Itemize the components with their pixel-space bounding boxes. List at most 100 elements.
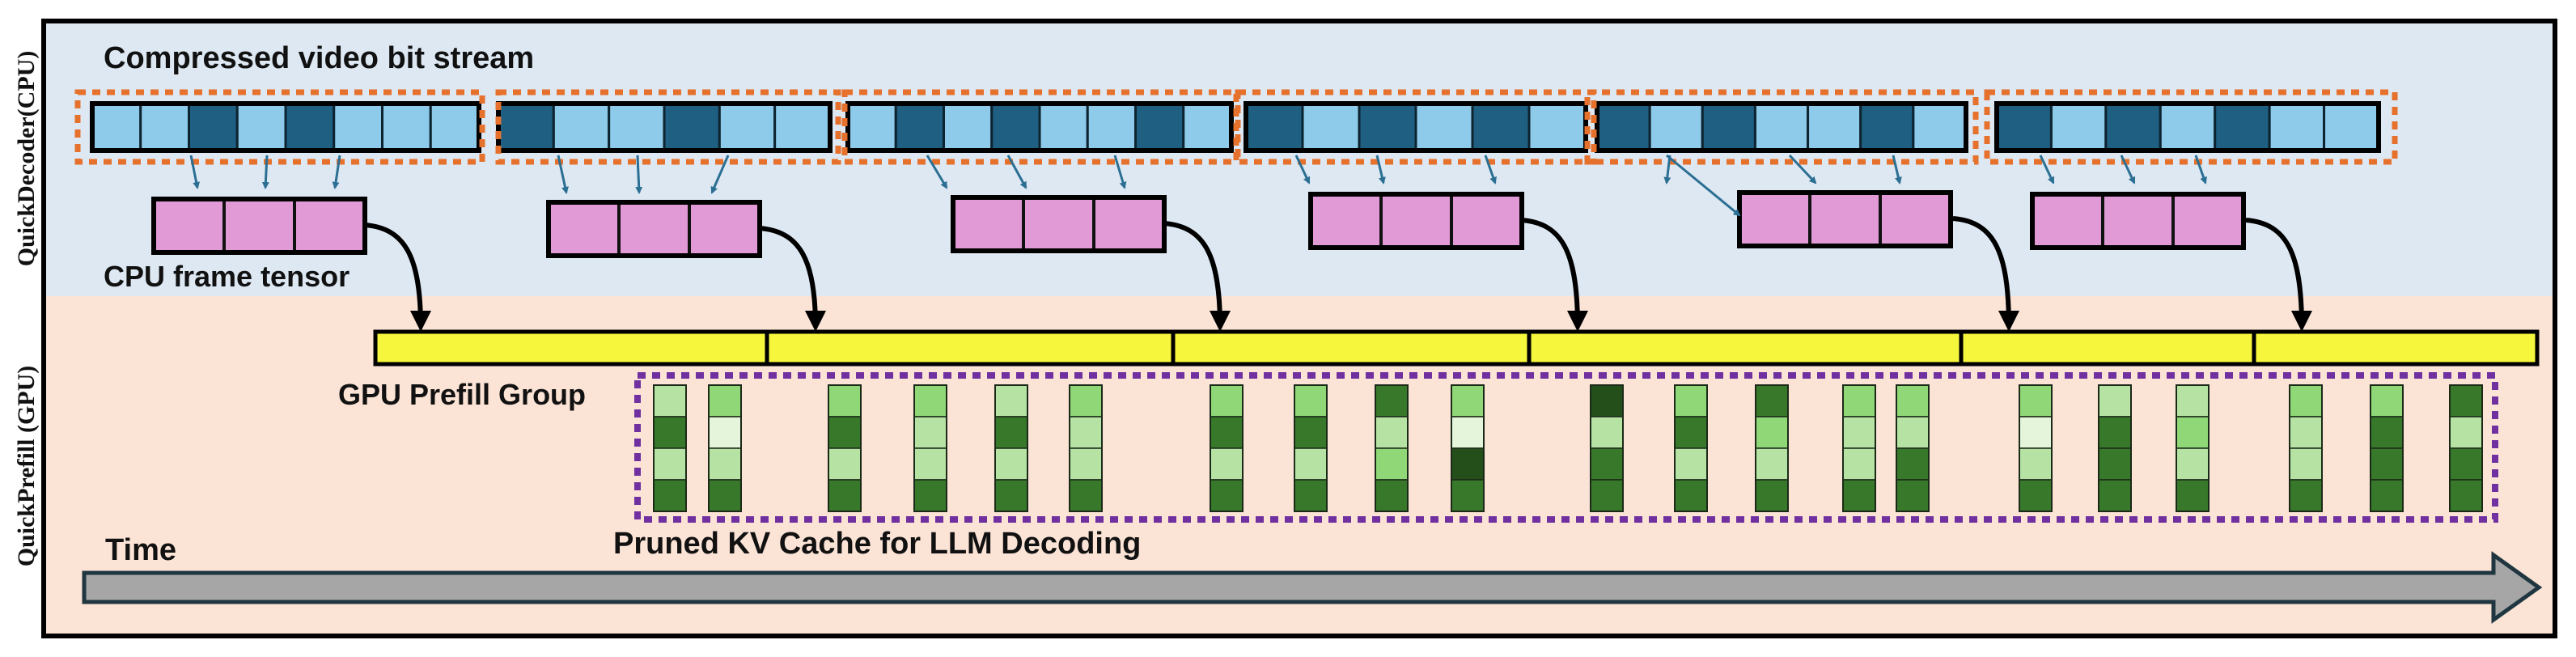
prefill-bar-segment (1959, 329, 2256, 367)
frame-tensor-cell (1379, 193, 1453, 249)
kv-cache-cell (2449, 479, 2483, 512)
kv-cache-cell (1375, 447, 1409, 481)
bitstream-packet (1701, 102, 1756, 152)
kv-cache-cell (2289, 447, 2323, 481)
bitstream-packet (1859, 102, 1915, 152)
frame-tensor-cell (951, 196, 1025, 252)
kv-cache-cell (1842, 384, 1876, 418)
kv-cache-cell (1069, 384, 1103, 418)
frame-tensor-cell (688, 201, 761, 257)
kv-cache-column (1590, 384, 1624, 512)
blue-decode-arrow-icon (2194, 155, 2207, 184)
tensor-layer (151, 190, 2246, 258)
kv-cache-cell (1451, 447, 1485, 481)
bitstream-packet (943, 102, 994, 152)
kv-cache-cell (1755, 384, 1789, 418)
frame-tensor-cell (2031, 193, 2104, 249)
kv-cache-cell (994, 416, 1028, 449)
kv-cache-cell (1294, 447, 1328, 481)
kv-cache-cell (653, 447, 687, 481)
bitstream-segment (90, 101, 481, 153)
kv-cache-cell (2449, 447, 2483, 481)
frame-tensor-cell (1022, 196, 1095, 252)
curved-dispatch-arrow-icon (1163, 221, 1231, 332)
frame-tensor-cell (617, 201, 691, 257)
kv-cache-column (1210, 384, 1244, 512)
kv-cache-cell (2289, 416, 2323, 449)
kv-cache-cell (2370, 479, 2404, 512)
kv-cache-cell (2449, 416, 2483, 449)
curved-dispatch-arrow-icon (364, 223, 431, 332)
kv-cache-cell (1451, 479, 1485, 512)
kv-cache-column (2019, 384, 2053, 512)
kv-cache-column (708, 384, 742, 512)
bitstream-segment (845, 101, 1234, 153)
bitstream-packet (1244, 102, 1304, 152)
bitstream-packet (235, 102, 287, 152)
kv-cache-column (828, 384, 862, 512)
bitstream-packet (2159, 102, 2217, 152)
curved-dispatch-arrow-icon (759, 226, 826, 332)
blue-decode-arrow-icon (1294, 155, 1311, 184)
kv-cache-column (2289, 384, 2323, 512)
gop-outline (1584, 89, 1979, 165)
bitstream-packet (1301, 102, 1361, 152)
bitstream-packet (381, 102, 432, 152)
bitstream-packet (284, 102, 336, 152)
kv-cache-cell (1755, 416, 1789, 449)
kv-cache-cell (1896, 479, 1930, 512)
time-arrow-icon (82, 551, 2543, 624)
gop-outline (74, 89, 485, 165)
kv-cache-cell (1590, 416, 1624, 449)
kv-cache-cell (2370, 384, 2404, 418)
kv-cache-column (2370, 384, 2404, 512)
bitstream-packet (139, 102, 190, 152)
kv-cache-cell (653, 384, 687, 418)
kv-cache-cell (1842, 479, 1876, 512)
blue-decode-arrow-icon (1892, 155, 1902, 184)
blue-decode-arrow-icon (926, 155, 948, 189)
bitstream-packet (2104, 102, 2162, 152)
bitstream-segment (1994, 101, 2381, 153)
kv-cache-cell (2370, 416, 2404, 449)
bitstream-packet (846, 102, 897, 152)
prefill-side-label: QuickPrefill (GPU) (13, 366, 40, 567)
kv-cache-cell (1842, 416, 1876, 449)
bitstream-packet (188, 102, 239, 152)
kv-cache-cell (1451, 416, 1485, 449)
frame-tensor-label: CPU frame tensor (104, 260, 350, 293)
frame-tensor (1737, 190, 1953, 248)
kv-cache-cell (2289, 384, 2323, 418)
kv-cache-cell (1590, 384, 1624, 418)
frame-tensor-cell (2171, 193, 2245, 249)
prefill-bar-segment (1527, 329, 1964, 367)
kv-cache-cell (708, 384, 742, 418)
kv-cache-column (1842, 384, 1876, 512)
kv-cache-cell (1294, 479, 1328, 512)
kv-cache-cell (2019, 479, 2053, 512)
kv-cache-cell (913, 384, 947, 418)
bitstream-packet (1134, 102, 1185, 152)
prefill-bar-layer (373, 329, 2540, 367)
blue-decode-arrow-icon (1113, 155, 1127, 189)
kv-cache-cell (1069, 416, 1103, 449)
frame-tensor-cell (1092, 196, 1166, 252)
curved-dispatch-arrow-icon (1952, 216, 2019, 332)
kv-cache-column (1896, 384, 1930, 512)
kv-cache-cell (2176, 416, 2210, 449)
kv-cache-cell (2019, 416, 2053, 449)
kv-cache-cell (2098, 416, 2132, 449)
kv-cache-cell (994, 384, 1028, 418)
frame-tensor-cell (1450, 193, 1523, 249)
kv-cache-cell (708, 416, 742, 449)
kv-cache-cell (1896, 384, 1930, 418)
bitstream-packet (1358, 102, 1417, 152)
bitstream-packet (1182, 102, 1233, 152)
dispatch-arrows-layer (364, 216, 2312, 332)
decode-arrows-layer (189, 154, 2207, 217)
kv-cache-cell (2289, 479, 2323, 512)
kv-cache-cell (1210, 384, 1244, 418)
kv-cache-cell (1451, 384, 1485, 418)
kv-cache-cell (1210, 479, 1244, 512)
